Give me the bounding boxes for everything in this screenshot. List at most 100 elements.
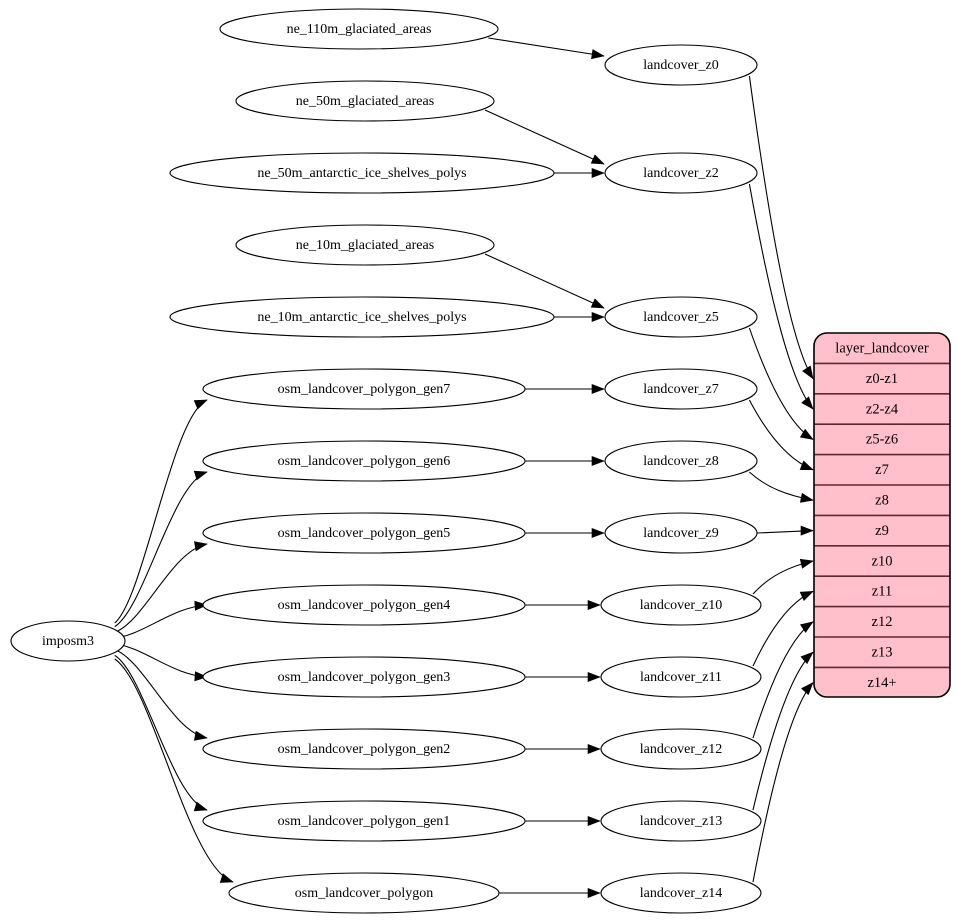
edge-osm_landcover_polygon_gen1-to-landcover_z13 [525,815,601,827]
edge-osm_landcover_polygon_gen2-to-landcover_z12 [525,743,601,755]
node-osm_landcover_polygon_gen5[interactable]: osm_landcover_polygon_gen5 [202,512,526,554]
edge-ne_10m_glaciated_areas-to-landcover_z5 [484,253,605,309]
layer-node-ellipse [604,440,758,482]
layer-landcover-table[interactable]: layer_landcoverz0-z1z2-z4z5-z6z7z8z9z10z… [813,332,951,698]
table-row-label-z9[interactable]: z9 [875,523,889,539]
edge-ne_110m_glaciated_areas-to-landcover_z0 [488,37,605,60]
node-label: landcover_z14 [640,886,722,901]
node-landcover_z8[interactable]: landcover_z8 [604,440,758,482]
node-ne_110m_glaciated_areas[interactable]: ne_110m_glaciated_areas [219,8,499,50]
edge-landcover_z5-to-row-z5-z6 [748,327,814,440]
node-imposm3[interactable]: imposm3 [10,620,126,662]
table-row-label-z8[interactable]: z8 [875,493,889,509]
table-row-label-z7[interactable]: z7 [875,462,889,478]
layer-node-ellipse [600,584,762,626]
edge-ne_10m_antarctic_ice_shelves_polys-to-landcover_z5 [554,311,605,323]
node-osm_landcover_polygon_gen7[interactable]: osm_landcover_polygon_gen7 [202,368,526,410]
source-node-ellipse [169,152,555,194]
layer-node-ellipse [600,872,762,914]
node-label: osm_landcover_polygon_gen3 [278,670,451,685]
root-node-ellipse [10,620,126,662]
source-node-ellipse [202,728,526,770]
edge-landcover_z9-to-row-z9 [756,525,814,536]
edge-landcover_z12-to-row-z12 [752,621,814,739]
edge-osm_landcover_polygon_gen3-to-landcover_z11 [525,671,601,683]
node-landcover_z7[interactable]: landcover_z7 [604,368,758,410]
table-row-label-z11[interactable]: z11 [872,584,892,600]
table-outline [813,332,951,698]
node-landcover_z11[interactable]: landcover_z11 [600,656,762,698]
edge-landcover_z7-to-row-z7 [748,399,814,471]
layer-node-ellipse [604,368,758,410]
source-node-ellipse [202,368,526,410]
edge-osm_landcover_polygon_gen6-to-landcover_z8 [525,455,605,467]
node-ne_10m_antarctic_ice_shelves_polys[interactable]: ne_10m_antarctic_ice_shelves_polys [169,296,555,338]
node-landcover_z12[interactable]: landcover_z12 [600,728,762,770]
table-row-label-z12[interactable]: z12 [872,614,893,630]
source-node-ellipse [202,440,526,482]
edge-ne_50m_antarctic_ice_shelves_polys-to-landcover_z2 [554,167,605,179]
node-osm_landcover_polygon_gen6[interactable]: osm_landcover_polygon_gen6 [202,440,526,482]
layer-node-ellipse [604,152,758,194]
node-osm_landcover_polygon_gen4[interactable]: osm_landcover_polygon_gen4 [202,584,526,626]
table-row-label-z10[interactable]: z10 [872,553,893,569]
node-label: ne_50m_antarctic_ice_shelves_polys [257,166,466,181]
node-label: osm_landcover_polygon_gen6 [278,454,451,469]
edge-landcover_z8-to-row-z8 [749,471,814,503]
edge-osm_landcover_polygon_gen7-to-landcover_z7 [525,383,605,395]
edge-landcover_z2-to-row-z2-z4 [748,183,814,410]
node-label: landcover_z10 [640,598,722,613]
node-ne_50m_glaciated_areas[interactable]: ne_50m_glaciated_areas [235,80,495,122]
node-label: ne_50m_glaciated_areas [296,94,434,109]
node-label: imposm3 [42,634,94,649]
node-label: landcover_z2 [643,166,718,181]
edge-osm_landcover_polygon_gen4-to-landcover_z10 [525,599,601,611]
table-row-label-z5-z6[interactable]: z5-z6 [866,432,898,448]
edge-landcover_z13-to-row-z13 [752,651,814,811]
node-label: landcover_z8 [643,454,718,469]
edge-osm_landcover_polygon-to-landcover_z14 [499,887,601,899]
node-landcover_z9[interactable]: landcover_z9 [604,512,758,554]
node-landcover_z13[interactable]: landcover_z13 [600,800,762,842]
node-label: ne_10m_glaciated_areas [296,238,434,253]
node-label: landcover_z11 [640,670,722,685]
layer-node-ellipse [604,512,758,554]
table-row-label-z0-z1[interactable]: z0-z1 [866,371,898,387]
node-osm_landcover_polygon[interactable]: osm_landcover_polygon [228,872,500,914]
layer-node-ellipse [604,296,758,338]
edge-ne_50m_glaciated_areas-to-landcover_z2 [484,109,605,165]
table-row-label-z14-[interactable]: z14+ [867,675,896,691]
edge-landcover_z14-to-row-z14 [752,681,814,883]
edge-osm_landcover_polygon_gen5-to-landcover_z9 [525,527,605,539]
node-label: osm_landcover_polygon_gen5 [278,526,451,541]
source-node-ellipse [228,872,500,914]
node-label: osm_landcover_polygon_gen4 [278,598,451,613]
node-label: landcover_z5 [643,310,718,325]
node-landcover_z10[interactable]: landcover_z10 [600,584,762,626]
node-landcover_z2[interactable]: landcover_z2 [604,152,758,194]
edge-landcover_z0-to-row-z0-z1 [748,75,814,380]
table-row-label-z2-z4[interactable]: z2-z4 [866,401,899,417]
node-osm_landcover_polygon_gen1[interactable]: osm_landcover_polygon_gen1 [202,800,526,842]
node-ne_50m_antarctic_ice_shelves_polys[interactable]: ne_50m_antarctic_ice_shelves_polys [169,152,555,194]
node-label: ne_10m_antarctic_ice_shelves_polys [257,310,466,325]
table-row-label-z13[interactable]: z13 [872,645,893,661]
layer-node-ellipse [600,800,762,842]
source-node-ellipse [202,800,526,842]
node-label: osm_landcover_polygon_gen2 [278,742,451,757]
node-label: ne_110m_glaciated_areas [287,22,432,37]
edge-imposm3-to-osm_landcover_polygon_gen5 [114,541,208,633]
node-osm_landcover_polygon_gen2[interactable]: osm_landcover_polygon_gen2 [202,728,526,770]
node-landcover_z14[interactable]: landcover_z14 [600,872,762,914]
node-label: landcover_z0 [643,58,718,73]
source-node-ellipse [202,656,526,698]
node-landcover_z5[interactable]: landcover_z5 [604,296,758,338]
nodes-group: imposm3 ne_110m_glaciated_areas ne_50m_gla… [10,8,762,914]
node-label: osm_landcover_polygon_gen1 [278,814,451,829]
node-ne_10m_glaciated_areas[interactable]: ne_10m_glaciated_areas [235,224,495,266]
node-landcover_z0[interactable]: landcover_z0 [604,44,758,86]
node-osm_landcover_polygon_gen3[interactable]: osm_landcover_polygon_gen3 [202,656,526,698]
layer-node-ellipse [600,656,762,698]
layer-node-ellipse [600,728,762,770]
